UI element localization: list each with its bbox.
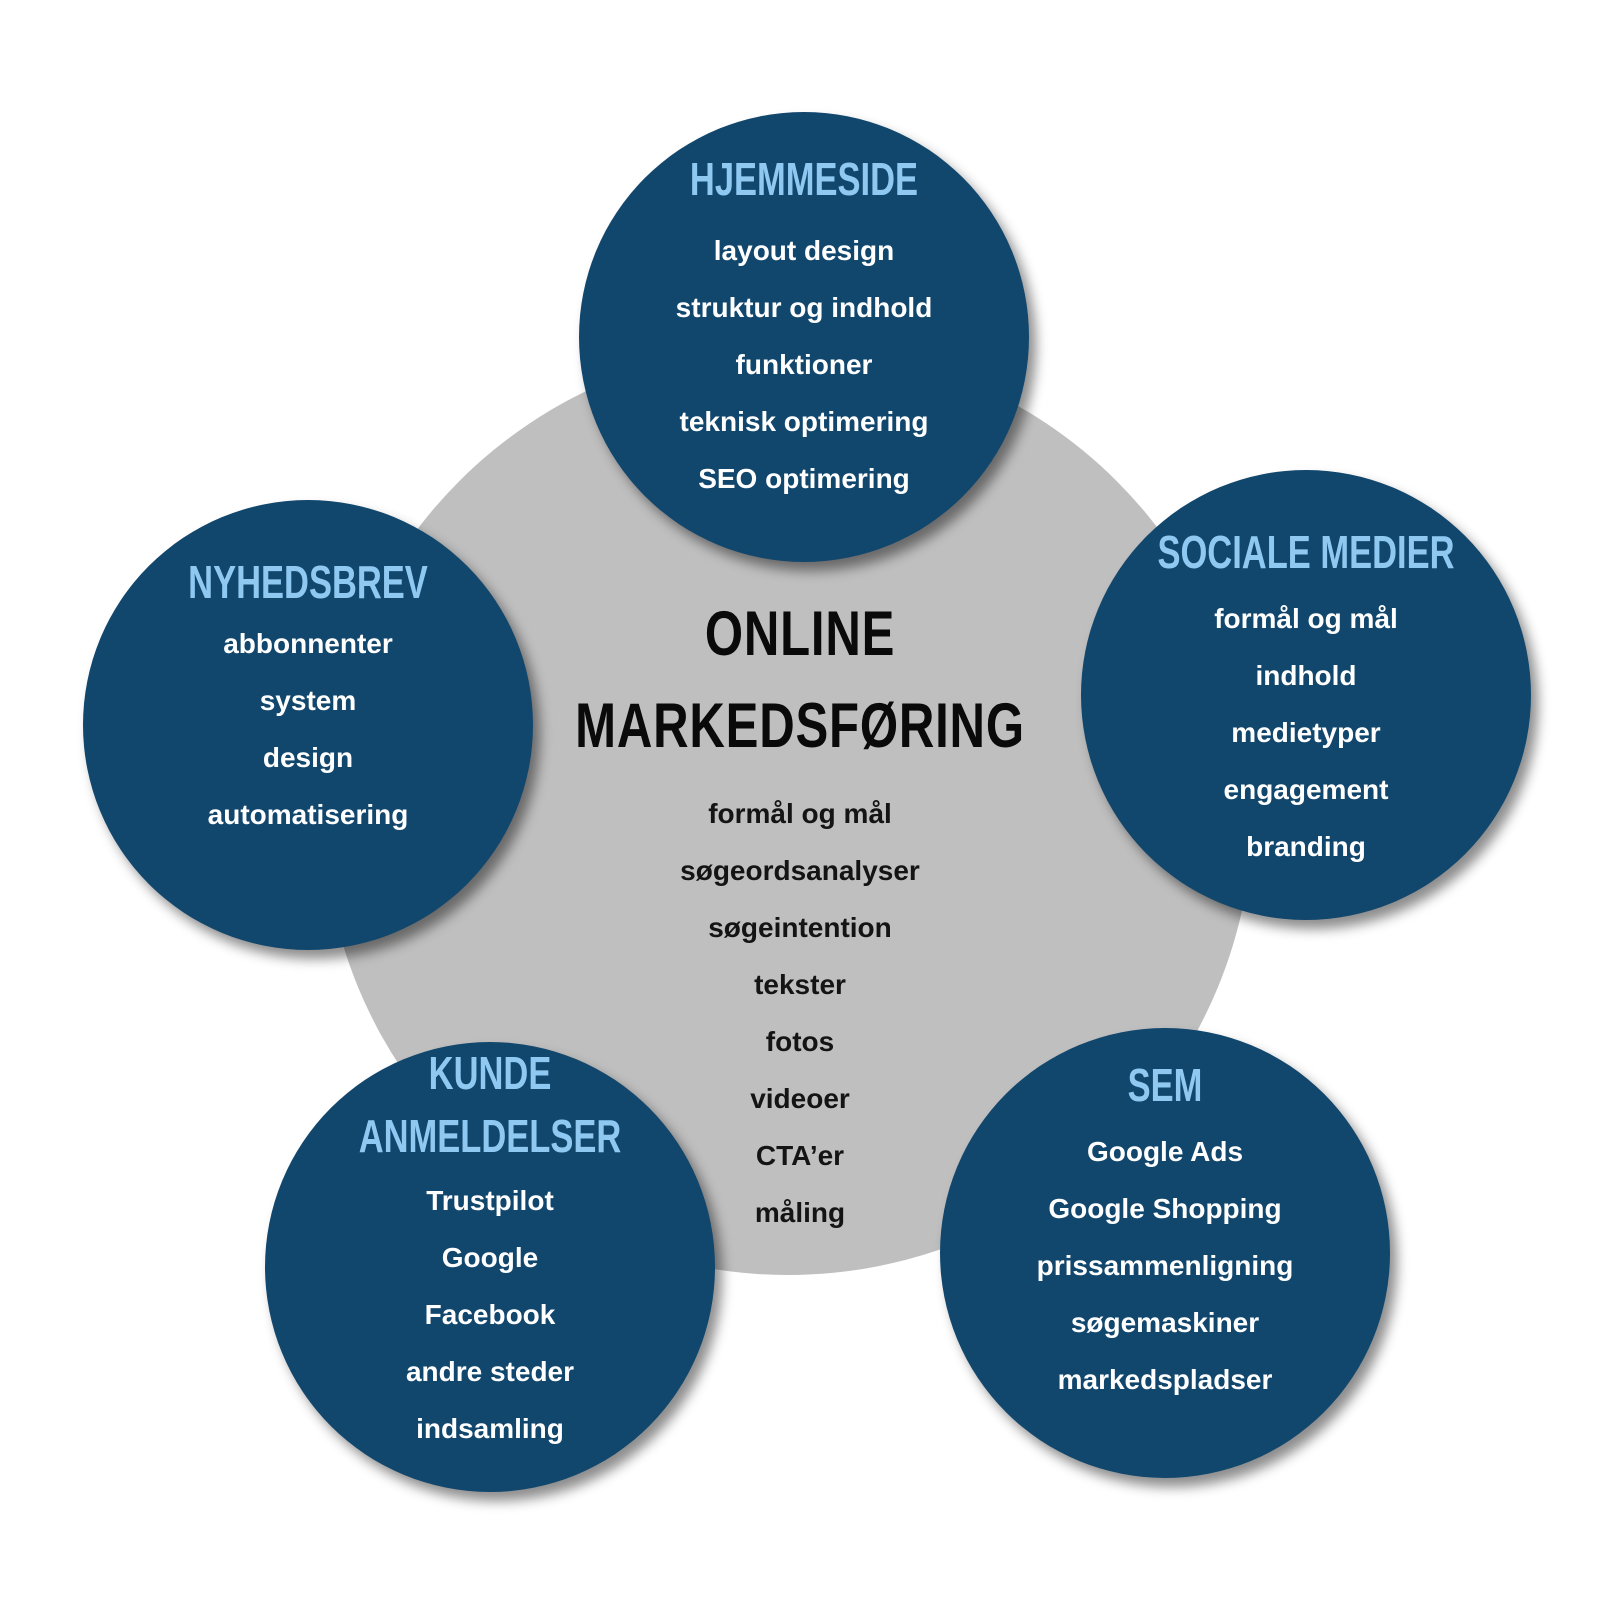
bubble-sem: SEM Google Ads Google Shopping prissamme…	[940, 1028, 1390, 1478]
list-item: formål og mål	[1214, 603, 1398, 634]
bubble-title-hjemmeside: HJEMMESIDE	[689, 153, 919, 205]
bubble-list-nyhedsbrev: abbonnenter system design automatisering	[83, 615, 533, 843]
list-item: Google Shopping	[1048, 1193, 1282, 1224]
list-item: indhold	[1255, 660, 1357, 691]
center-item: måling	[754, 1197, 846, 1228]
list-item: Google Ads	[1086, 1136, 1244, 1167]
bubble-nyhedsbrev: NYHEDSBREV abbonnenter system design aut…	[83, 500, 533, 950]
center-item: søgeintention	[708, 912, 892, 943]
center-item: videoer	[750, 1083, 850, 1114]
list-item: system	[259, 685, 357, 716]
list-item: indsamling	[416, 1413, 564, 1444]
list-item: Trustpilot	[426, 1185, 554, 1216]
center-title-line-1: ONLINE	[704, 599, 896, 669]
list-item: Google	[441, 1242, 539, 1273]
center-item: formål og mål	[708, 798, 892, 829]
list-item: SEO optimering	[698, 463, 910, 494]
center-title: ONLINE MARKEDSFØRING	[566, 588, 1034, 772]
list-item: branding	[1246, 831, 1366, 862]
bubble-list-sociale-medier: formål og mål indhold medietyper engagem…	[1081, 590, 1531, 875]
list-item: teknisk optimering	[679, 406, 929, 437]
list-item: prissammenligning	[1036, 1250, 1294, 1281]
bubble-title-nyhedsbrev: NYHEDSBREV	[188, 556, 428, 608]
bubble-title-sem: SEM	[1127, 1059, 1203, 1111]
list-item: Facebook	[424, 1299, 556, 1330]
bubble-list-kunde-anmeldelser: Trustpilot Google Facebook andre steder …	[265, 1172, 715, 1457]
center-item: tekster	[754, 969, 846, 1000]
center-list: formål og mål søgeordsanalyser søgeinten…	[0, 785, 1600, 1241]
bubble-list-hjemmeside: layout design struktur og indhold funkti…	[579, 222, 1029, 507]
list-item: engagement	[1223, 774, 1389, 805]
list-item: funktioner	[735, 349, 873, 380]
center-item: CTA’er	[755, 1140, 845, 1171]
list-item: layout design	[713, 235, 895, 266]
list-item: abbonnenter	[223, 628, 393, 659]
center-item: søgeordsanalyser	[680, 855, 920, 886]
list-item: struktur og indhold	[675, 292, 933, 323]
bubble-title-line-1: KUNDE	[428, 1047, 552, 1099]
bubble-title-sociale-medier: SOCIALE MEDIER	[1157, 526, 1455, 578]
list-item: automatisering	[207, 799, 409, 830]
center-title-line-2: MARKEDSFØRING	[575, 691, 1025, 761]
bubble-title-kunde-anmeldelser: KUNDE ANMELDELSER	[321, 1042, 659, 1168]
bubble-sociale-medier: SOCIALE MEDIER formål og mål indhold med…	[1081, 470, 1531, 920]
list-item: andre steder	[405, 1356, 575, 1387]
bubble-kunde-anmeldelser: KUNDE ANMELDELSER Trustpilot Google Face…	[265, 1042, 715, 1492]
bubble-list-sem: Google Ads Google Shopping prissammenlig…	[940, 1123, 1390, 1408]
center-item: fotos	[765, 1026, 835, 1057]
list-item: design	[262, 742, 354, 773]
bubble-title-line-2: ANMELDELSER	[358, 1110, 622, 1162]
bubble-hjemmeside: HJEMMESIDE layout design struktur og ind…	[579, 112, 1029, 562]
list-item: markedspladser	[1057, 1364, 1273, 1395]
list-item: søgemaskiner	[1070, 1307, 1260, 1338]
list-item: medietyper	[1231, 717, 1381, 748]
